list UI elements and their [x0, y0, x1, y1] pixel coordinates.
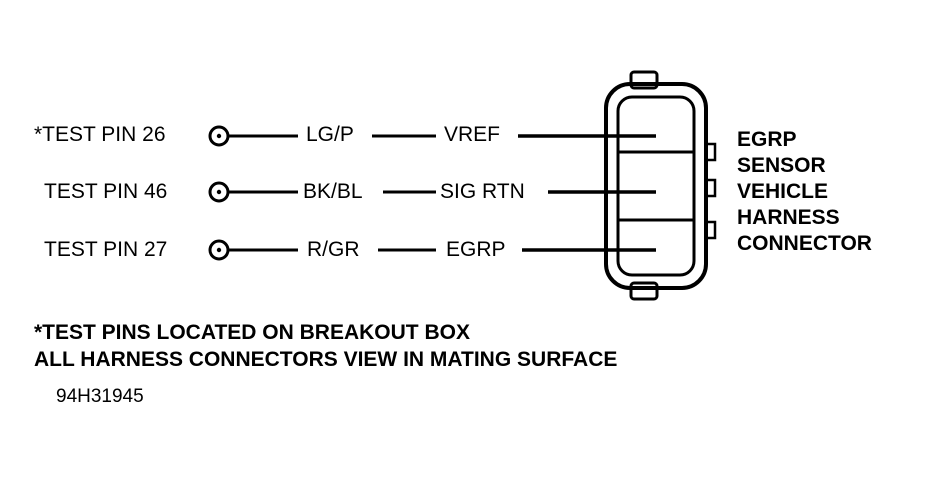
- connector-description-line: HARNESS: [737, 206, 840, 229]
- signal-label-vref: VREF: [444, 123, 501, 146]
- connector-description-line: VEHICLE: [737, 180, 829, 203]
- connector-description-line: EGRP: [737, 128, 797, 151]
- note-breakout-box: *TEST PINS LOCATED ON BREAKOUT BOX: [34, 321, 470, 344]
- signal-label-egrp: EGRP: [446, 238, 506, 261]
- figure-id: 94H31945: [56, 386, 144, 407]
- test-pin-terminal-27: [208, 239, 230, 261]
- wire-color-label-46: BK/BL: [303, 180, 363, 203]
- signal-label-sig-rtn: SIG RTN: [440, 180, 525, 203]
- test-pin-terminal-46: [208, 181, 230, 203]
- test-pin-label-27: TEST PIN 27: [44, 238, 168, 261]
- test-pin-label-46: TEST PIN 46: [44, 180, 168, 203]
- connector-description: EGRP SENSOR VEHICLE HARNESS CONNECTOR: [737, 127, 872, 257]
- note-mating-surface: ALL HARNESS CONNECTORS VIEW IN MATING SU…: [34, 348, 618, 371]
- test-pin-label-26: *TEST PIN 26: [34, 123, 166, 146]
- wire-color-label-27: R/GR: [307, 238, 360, 261]
- connector-description-line: SENSOR: [737, 154, 826, 177]
- connector-description-line: CONNECTOR: [737, 232, 872, 255]
- harness-connector-shape: [604, 70, 717, 301]
- test-pin-terminal-26: [208, 125, 230, 147]
- wire-color-label-26: LG/P: [306, 123, 354, 146]
